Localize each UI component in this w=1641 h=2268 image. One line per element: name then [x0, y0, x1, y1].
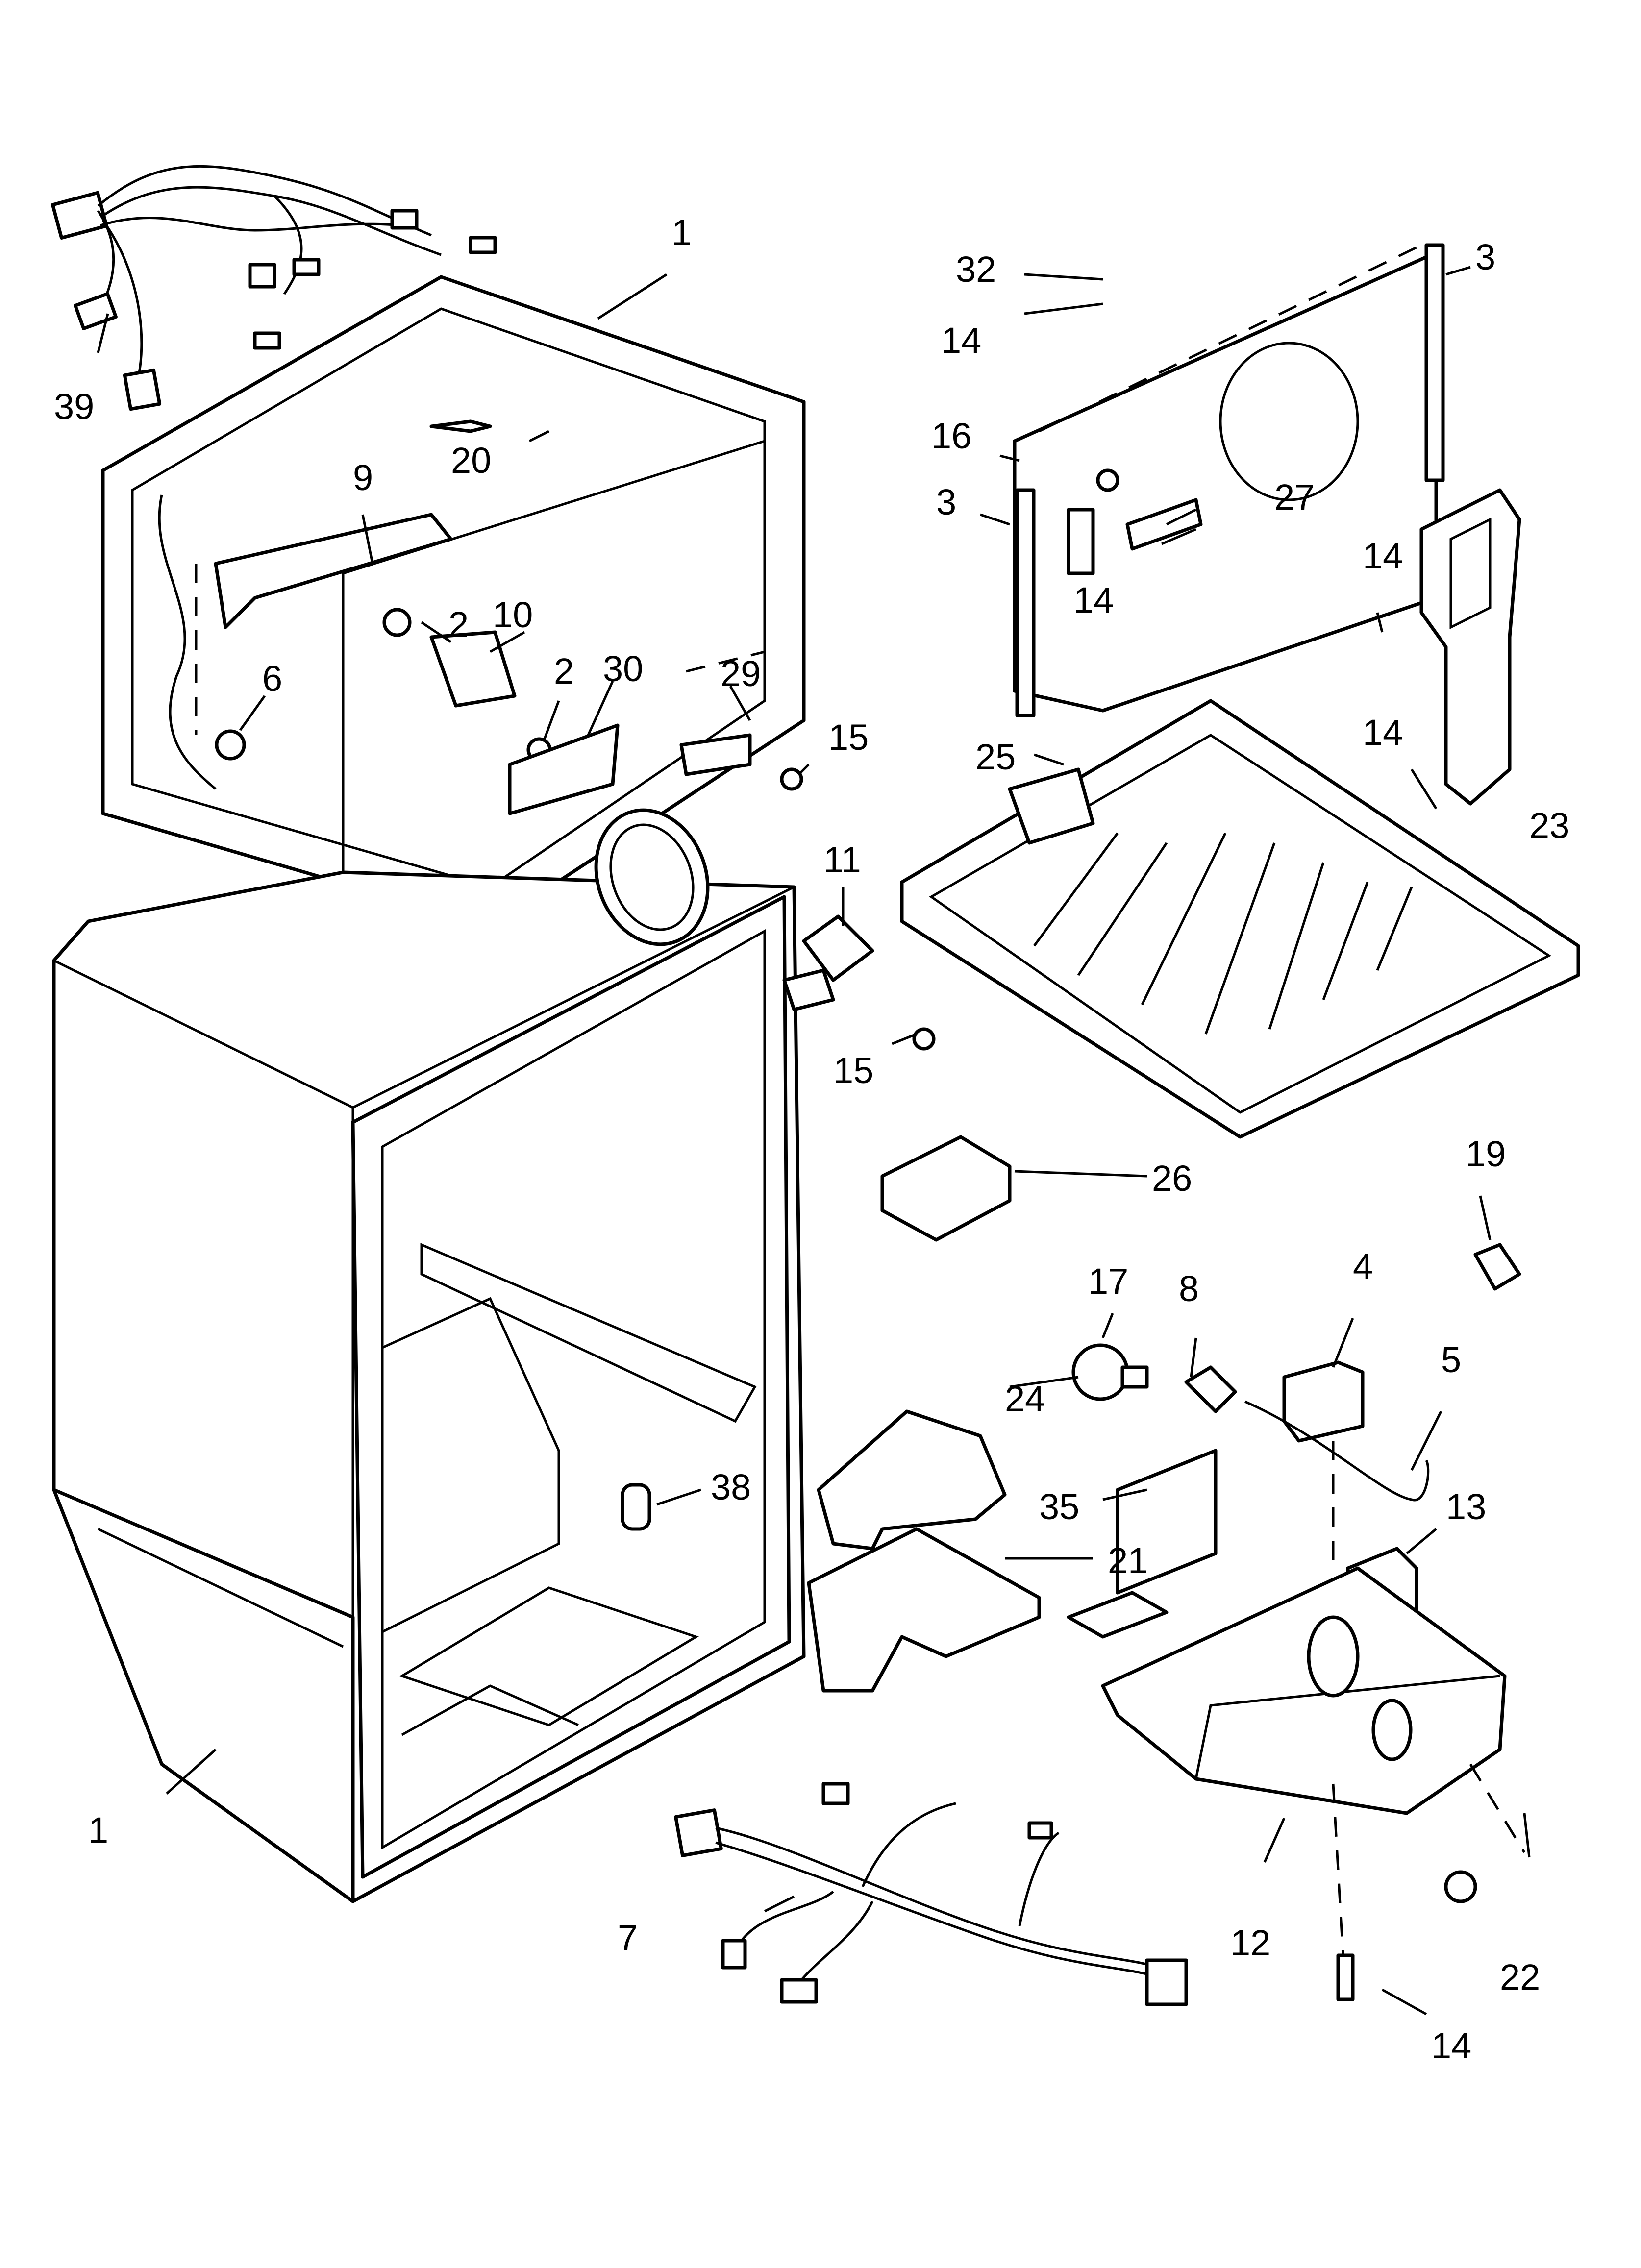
- callout-20: 20: [451, 440, 491, 481]
- callout-13: 13: [1446, 1486, 1486, 1527]
- seal-strip-left: [1015, 488, 1036, 717]
- callout-29: 29: [721, 653, 761, 694]
- bottom-wire-harness: [674, 1782, 1188, 2006]
- callout-14-c: 14: [1363, 536, 1403, 576]
- callout-10: 10: [493, 594, 533, 635]
- callout-11: 11: [823, 839, 861, 880]
- callout-14-e: 14: [1431, 2025, 1471, 2066]
- liner-components: [214, 419, 936, 1531]
- callout-9: 9: [353, 457, 373, 498]
- callout-23: 23: [1529, 805, 1569, 846]
- callout-2-b: 2: [554, 651, 574, 691]
- refrigerator-cabinet: [52, 870, 806, 1903]
- callout-30: 30: [603, 648, 643, 689]
- seal-strip-right: [1424, 243, 1445, 482]
- callout-7: 7: [618, 1918, 638, 1958]
- callout-3-a: 3: [1475, 237, 1495, 277]
- callout-21: 21: [1108, 1540, 1148, 1581]
- callout-38: 38: [711, 1467, 751, 1507]
- callout-14-d: 14: [1363, 712, 1403, 753]
- callout-39: 39: [54, 386, 94, 427]
- air-duct: [1419, 488, 1521, 806]
- callout-1-bottom: 1: [88, 1810, 108, 1850]
- callout-12: 12: [1230, 1923, 1270, 1963]
- callout-4: 4: [1353, 1246, 1373, 1287]
- callout-32: 32: [956, 249, 996, 290]
- callout-14-b: 14: [1073, 580, 1114, 620]
- callout-8: 8: [1179, 1268, 1199, 1309]
- callout-1-top: 1: [671, 212, 692, 253]
- callout-19: 19: [1466, 1134, 1506, 1174]
- socket-bracket: [1116, 1449, 1218, 1595]
- callout-35: 35: [1039, 1486, 1079, 1527]
- callout-26: 26: [1152, 1158, 1192, 1199]
- callout-16: 16: [931, 416, 971, 456]
- light-socket: [1184, 1365, 1237, 1413]
- callout-17: 17: [1088, 1261, 1128, 1302]
- drain-trough: [900, 699, 1580, 1139]
- alignment-lines: [195, 244, 1526, 1956]
- clip-part: [1473, 1243, 1521, 1291]
- callout-27: 27: [1274, 477, 1315, 518]
- evaporator-cover: [1013, 253, 1438, 713]
- callout-25: 25: [975, 737, 1016, 777]
- callout-6: 6: [262, 658, 282, 699]
- callout-22: 22: [1500, 1957, 1540, 1997]
- shelf-supports: [807, 1409, 1041, 1693]
- light-bulb: [1071, 1343, 1129, 1401]
- leader-lines: [97, 266, 1531, 2016]
- callout-3-b: 3: [936, 482, 956, 522]
- callout-14-a: 14: [941, 320, 981, 361]
- callout-2-a: 2: [448, 604, 469, 645]
- callout-24: 24: [1005, 1379, 1045, 1419]
- top-wire-harness: [50, 165, 497, 411]
- control-housing: [1067, 1566, 1507, 1815]
- callout-15-a: 15: [828, 717, 869, 758]
- callout-15-b: 15: [833, 1050, 873, 1091]
- damper-housing: [880, 1135, 1012, 1242]
- callout-labels: 1 1 2 2 3 3 4 5 6 7 8 9 10 11 12 13 14 1…: [54, 212, 1569, 2066]
- callout-5: 5: [1441, 1339, 1461, 1380]
